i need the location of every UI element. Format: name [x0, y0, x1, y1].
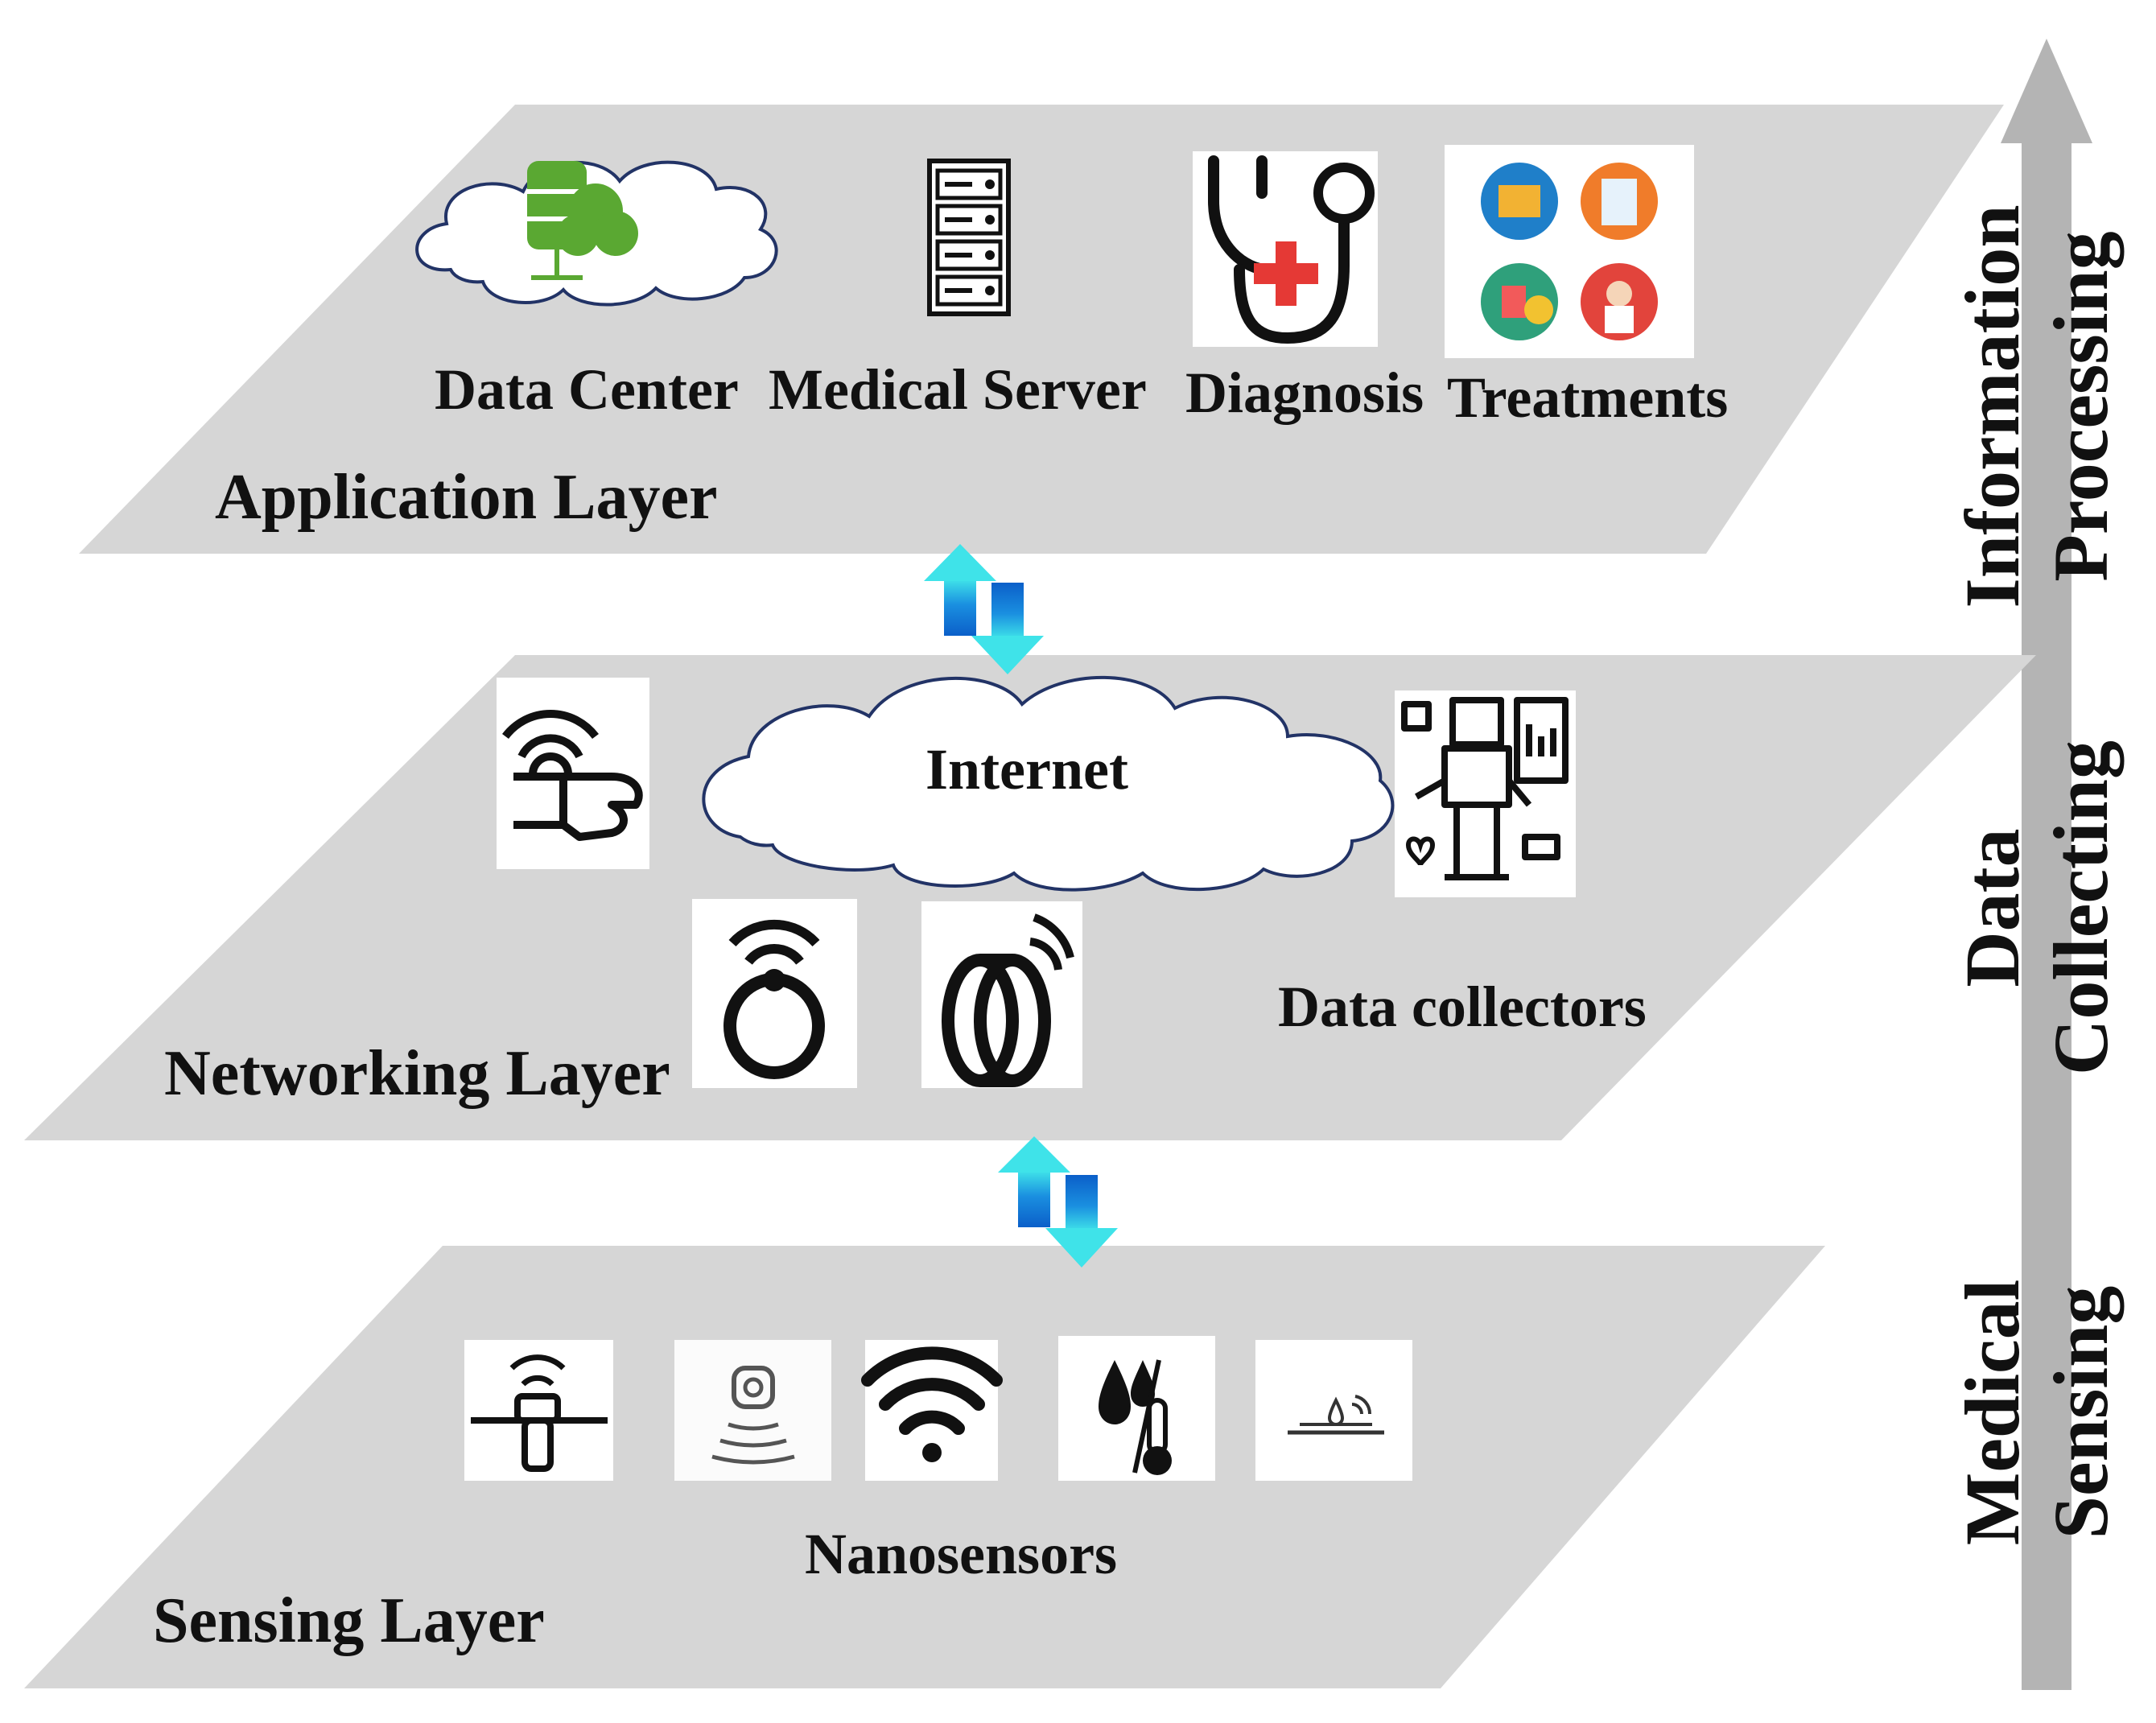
medical-robot-icon	[1395, 690, 1576, 897]
diagnosis-label: Diagnosis	[1185, 361, 1424, 425]
link-arrow-net-sense	[998, 1136, 1118, 1268]
data-collectors-label: Data collectors	[1278, 975, 1647, 1039]
nanosensors-label: Nanosensors	[805, 1522, 1117, 1586]
wifi-icon	[861, 1340, 1003, 1481]
application-layer-title: Application Layer	[215, 462, 717, 533]
networking-layer-title: Networking Layer	[164, 1038, 670, 1109]
treatments-collage-icon	[1445, 145, 1694, 358]
link-arrow-app-net	[924, 544, 1044, 674]
data-center-label: Data Center	[435, 357, 739, 422]
surface-sensor-icon	[1255, 1340, 1412, 1481]
axis-label-collecting: Collecting	[2038, 740, 2124, 1075]
humidity-temperature-icon	[1058, 1336, 1215, 1481]
treatments-label: Treatments	[1447, 365, 1728, 430]
axis-label-medical: Medical	[1949, 1280, 2035, 1546]
axis-label-processing: Processing	[2038, 231, 2124, 582]
vibration-sensor-icon	[674, 1340, 831, 1481]
cloud-database-icon	[415, 160, 778, 307]
wearable-wrist-icon	[497, 678, 649, 869]
sensing-layer-title: Sensing Layer	[153, 1585, 545, 1656]
implant-sensor-icon	[464, 1340, 613, 1481]
axis-label-information: Information	[1949, 204, 2035, 608]
axis-label-sensing: Sensing	[2038, 1286, 2124, 1540]
internet-label: Internet	[925, 737, 1128, 802]
axis-label-data: Data	[1949, 828, 2035, 987]
vertical-axis-arrow	[2001, 39, 2092, 1690]
wireless-ring-icon	[692, 899, 857, 1088]
stethoscope-icon	[1193, 151, 1378, 347]
medical-server-label: Medical Server	[769, 357, 1147, 422]
smart-band-icon	[921, 901, 1082, 1088]
internet-cloud-icon: Internet	[702, 675, 1395, 892]
server-rack-icon	[927, 159, 1011, 316]
